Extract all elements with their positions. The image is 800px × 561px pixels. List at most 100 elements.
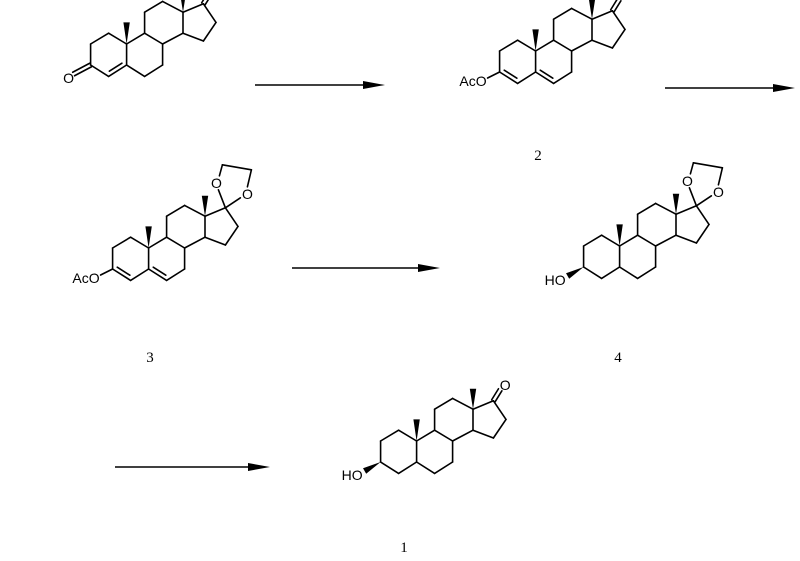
- ring-bond: [224, 225, 239, 246]
- oxygen-label: O: [211, 175, 222, 191]
- ring-bond: [534, 39, 555, 52]
- methyl-wedge: [145, 226, 152, 248]
- ring-bond: [433, 397, 454, 411]
- methyl-wedge: [123, 22, 130, 44]
- ring-bond: [492, 399, 507, 421]
- methyl-wedge: [532, 29, 539, 51]
- ring-bond: [202, 2, 217, 24]
- oxygen-label: O: [682, 173, 693, 189]
- ketal-bond: [692, 162, 724, 169]
- alkene-bond: [116, 266, 131, 277]
- ring-bond: [552, 39, 573, 52]
- ring-bond: [611, 10, 626, 31]
- ring-bond: [472, 429, 495, 439]
- methyl-wedge: [201, 195, 209, 217]
- ring-bond: [433, 461, 454, 475]
- ring-bond: [636, 266, 657, 280]
- alkene-bond: [503, 69, 518, 80]
- ring-bond: [570, 39, 593, 52]
- compound-2-number: 2: [534, 148, 542, 164]
- ring-bond: [591, 10, 614, 21]
- ester-bond: [99, 268, 114, 276]
- hydroxyl-wedge: [363, 462, 381, 474]
- ring-bond: [451, 429, 474, 442]
- ring-bond: [433, 429, 454, 442]
- ring-bond: [129, 268, 150, 282]
- compound-3-number: 3: [146, 350, 154, 366]
- compound-1-number: 1: [400, 540, 408, 556]
- ring-bond: [89, 32, 110, 45]
- ring-bond: [111, 268, 132, 282]
- ketone-bond: [200, 0, 205, 4]
- ring-bond: [202, 21, 217, 42]
- ring-bond: [147, 268, 168, 282]
- compound-1-structure: O HO: [342, 377, 511, 483]
- ketone-bond: [609, 0, 618, 11]
- ring-bond: [183, 204, 206, 217]
- ring-bond: [143, 32, 164, 45]
- ring-bond: [570, 7, 593, 21]
- reaction-arrow: [665, 84, 795, 92]
- ring-bond: [379, 429, 400, 442]
- ring-bond: [204, 207, 227, 217]
- ketal-bond: [221, 164, 253, 171]
- ring-bond: [111, 236, 132, 249]
- oxygen-label: O: [63, 70, 74, 86]
- ring-bond: [415, 461, 436, 475]
- ring-bond: [129, 236, 150, 249]
- ring-bond: [204, 236, 227, 246]
- hydroxyl-wedge: [566, 267, 584, 279]
- ring-bond: [582, 266, 603, 280]
- oxygen-label: O: [500, 377, 511, 393]
- methyl-wedge: [181, 0, 185, 13]
- ring-bond: [397, 461, 418, 475]
- ketone-bond: [490, 387, 500, 401]
- ring-bond: [183, 236, 206, 249]
- ketone-bond: [71, 62, 91, 74]
- ring-bond: [165, 236, 186, 249]
- ring-bond: [611, 28, 626, 49]
- ketal-bond: [689, 162, 695, 175]
- arrowhead: [363, 81, 385, 89]
- ring-bond: [451, 397, 474, 411]
- methyl-wedge: [588, 0, 596, 20]
- ring-bond: [107, 64, 128, 78]
- ring-bond: [379, 461, 400, 475]
- arrowhead: [773, 84, 795, 92]
- ring-bond: [591, 39, 614, 49]
- ketal-bond: [695, 195, 713, 207]
- ketone-bond: [494, 390, 503, 403]
- ketone-bond: [613, 0, 622, 13]
- oxygen-label: O: [619, 0, 630, 3]
- methyl-wedge: [413, 419, 420, 441]
- ring-bond: [89, 64, 110, 78]
- reaction-arrow: [255, 81, 385, 89]
- ketal-bond: [218, 164, 224, 177]
- methyl-wedge: [616, 224, 623, 246]
- ring-bond: [397, 429, 418, 442]
- hydroxyl-label: HO: [342, 467, 363, 483]
- ring-bond: [498, 71, 519, 85]
- ring-bond: [654, 202, 677, 215]
- ketal-bond: [224, 197, 242, 209]
- ring-bond: [600, 266, 621, 280]
- ring-bond: [552, 71, 573, 85]
- arrowhead: [248, 463, 270, 471]
- ring-bond: [165, 204, 186, 217]
- hydroxyl-label: HO: [545, 272, 566, 288]
- ring-bond: [147, 236, 168, 249]
- ketone-bond: [73, 65, 93, 77]
- ring-bond: [143, 0, 164, 13]
- ring-bond: [600, 234, 621, 247]
- ring-bond: [182, 2, 205, 13]
- ring-bond: [125, 32, 146, 45]
- reaction-arrow: [115, 463, 270, 471]
- arrowhead: [418, 264, 440, 272]
- ring-bond: [107, 32, 128, 45]
- ring-bond: [492, 418, 507, 439]
- ring-bond: [182, 32, 205, 42]
